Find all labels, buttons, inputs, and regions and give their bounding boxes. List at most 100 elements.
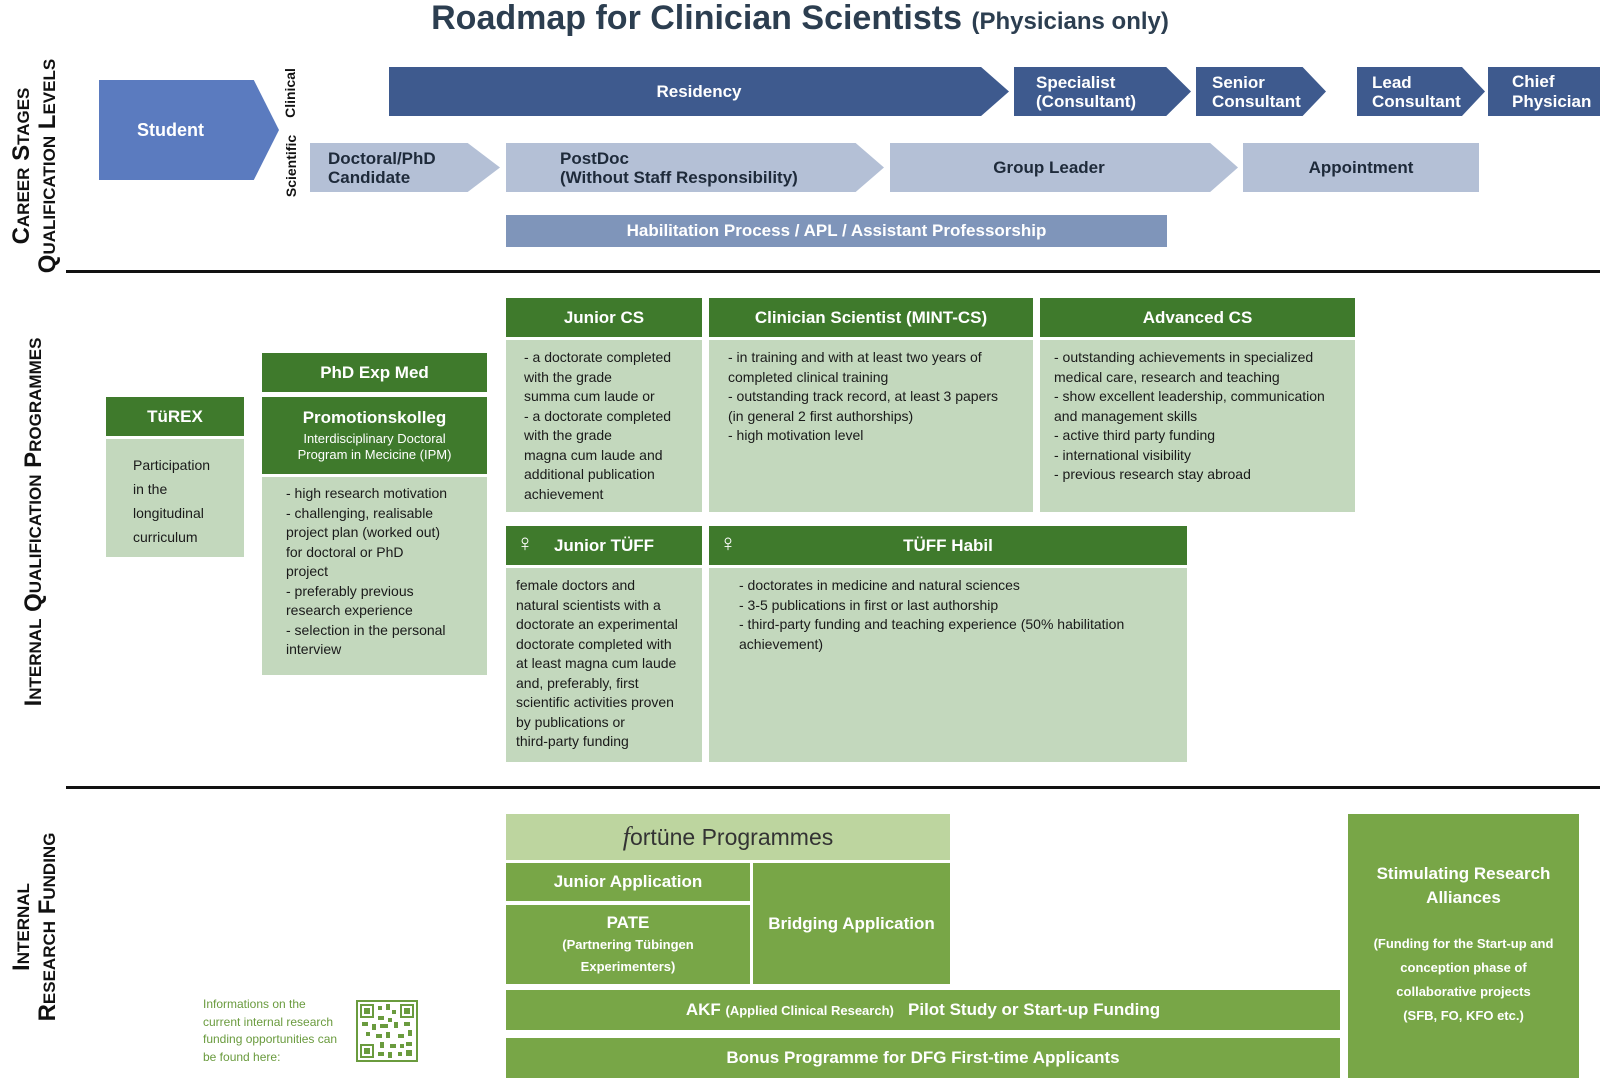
tuff-habil-line: - 3-5 publications in first or last auth… xyxy=(739,596,999,613)
junior-tuff-line: natural scientists with a xyxy=(516,596,661,613)
promotionskolleg-line: for doctoral or PhD xyxy=(286,543,404,560)
promotionskolleg-body: - high research motivation - challenging… xyxy=(262,477,487,675)
junior-cs-line: summa cum laude or xyxy=(524,388,655,404)
stage-group-leader-label: Group Leader xyxy=(993,157,1105,177)
promotionskolleg-line: - selection in the personal xyxy=(286,621,446,638)
female-symbol-icon: ♀ xyxy=(516,530,534,557)
info-line: be found here: xyxy=(203,1049,281,1064)
fortune-title: ortüne Programmes xyxy=(629,823,834,850)
junior-tuff-body: female doctors and natural scientists wi… xyxy=(506,568,702,762)
junior-tuff-line: at least magna cum laude xyxy=(516,655,677,671)
akf-bold1: AKF xyxy=(685,1000,721,1019)
mint-cs-title: Clinician Scientist (MINT-CS) xyxy=(754,307,988,327)
mint-cs-line: (in general 2 first authorships) xyxy=(728,407,914,424)
stimulating-title-line2: Alliances xyxy=(1426,888,1501,907)
tuff-habil-line: - doctorates in medicine and natural sci… xyxy=(739,577,1020,593)
advanced-cs-body: - outstanding achievements in specialize… xyxy=(1040,340,1355,512)
advanced-cs-line: and management skills xyxy=(1054,407,1198,424)
mint-cs-line: - outstanding track record, at least 3 p… xyxy=(728,388,999,404)
junior-tuff-title: Junior TÜFF xyxy=(553,535,655,555)
mint-cs-line: - in training and with at least two year… xyxy=(728,349,982,365)
junior-tuff-line: female doctors and xyxy=(516,577,636,593)
phd-exp-med-header: PhD Exp Med xyxy=(262,353,487,392)
qr-code-icon[interactable] xyxy=(356,1000,418,1062)
turex-line: in the xyxy=(133,481,168,497)
stage-habilitation-label: Habilitation Process / APL / Assistant P… xyxy=(626,221,1047,240)
section-label-funding-line2: Research Funding xyxy=(34,832,61,1022)
stage-residency-label: Residency xyxy=(656,81,742,101)
junior-cs-line: additional publication xyxy=(524,466,655,482)
stimulating-sub-line: (Funding for the Start-up and xyxy=(1373,936,1554,951)
tuff-habil-body: - doctorates in medicine and natural sci… xyxy=(709,568,1187,762)
promotionskolleg-line: - preferably previous xyxy=(286,582,414,599)
pate-title: PATE xyxy=(606,912,650,932)
advanced-cs-line: - show excellent leadership, communicati… xyxy=(1054,388,1325,404)
stage-doctoral-line1: Doctoral/PhD xyxy=(328,148,436,168)
junior-cs-title: Junior CS xyxy=(563,307,645,327)
advanced-cs-title: Advanced CS xyxy=(1142,307,1253,327)
junior-tuff-line: and, preferably, first xyxy=(516,674,639,691)
tuff-habil-header: ♀ TÜFF Habil xyxy=(709,526,1187,565)
promotionskolleg-line: - challenging, realisable xyxy=(286,504,434,521)
stage-postdoc-line2: (Without Staff Responsibility) xyxy=(560,167,798,187)
junior-cs-line: - a doctorate completed xyxy=(524,407,672,424)
junior-cs-header: Junior CS xyxy=(506,298,702,337)
turex-line: Participation xyxy=(133,457,211,473)
junior-cs-line: with the grade xyxy=(524,368,612,385)
stimulating-sub-line: conception phase of xyxy=(1400,960,1527,975)
stage-student-label: Student xyxy=(137,119,204,140)
divider-bottom xyxy=(66,786,1600,789)
junior-cs-line: - a doctorate completed xyxy=(524,349,672,365)
section-label-career-line2: Qualification Levels xyxy=(34,58,61,274)
info-line: Informations on the xyxy=(203,997,306,1011)
advanced-cs-header: Advanced CS xyxy=(1040,298,1355,337)
advanced-cs-line: - active third party funding xyxy=(1054,427,1216,443)
stage-student: Student xyxy=(99,80,279,180)
title-main: Roadmap for Clinician Scientists xyxy=(431,0,963,37)
bonus-programme-label: Bonus Programme for DFG First-time Appli… xyxy=(726,1048,1120,1067)
phd-exp-med-title: PhD Exp Med xyxy=(320,362,429,382)
stage-lead-line1: Lead xyxy=(1372,72,1412,92)
turex-header: TüREX xyxy=(106,397,244,436)
promotionskolleg-line: - high research motivation xyxy=(286,485,448,501)
female-symbol-icon: ♀ xyxy=(719,530,737,557)
tuff-habil-line: - third-party funding and teaching exper… xyxy=(739,616,1125,632)
info-line: funding opportunities can xyxy=(203,1032,338,1046)
promotionskolleg-line: research experience xyxy=(286,602,413,618)
stage-postdoc: PostDoc(Without Staff Responsibility) xyxy=(506,143,884,192)
promotionskolleg-title: Promotionskolleg xyxy=(302,408,447,427)
junior-cs-line: with the grade xyxy=(524,427,612,443)
stimulating-sub-line: collaborative projects xyxy=(1396,984,1531,999)
bridging-application-label: Bridging Application xyxy=(768,913,935,933)
promotionskolleg-line: project xyxy=(286,563,329,579)
turex-line: curriculum xyxy=(133,529,198,545)
section-label-funding-line1: Internal xyxy=(8,883,35,971)
stage-specialist-line2: (Consultant) xyxy=(1036,91,1137,111)
stage-habilitation: Habilitation Process / APL / Assistant P… xyxy=(506,215,1167,247)
stage-chief-line1: Chief xyxy=(1512,71,1555,91)
akf-small: (Applied Clinical Research) xyxy=(725,1002,894,1018)
section-label-funding: Internal Research Funding xyxy=(8,792,61,1062)
junior-cs-body: - a doctorate completed with the grade s… xyxy=(506,340,702,512)
section-label-career: Career Stages Qualification Levels xyxy=(8,16,61,316)
promotionskolleg-subtitle-line1: Interdisciplinary Doctoral xyxy=(303,431,446,446)
advanced-cs-line: - outstanding achievements in specialize… xyxy=(1054,349,1314,365)
turex-body: Participation in the longitudinal curric… xyxy=(106,439,244,557)
promotionskolleg-header: Promotionskolleg Interdisciplinary Docto… xyxy=(262,397,487,474)
mint-cs-body: - in training and with at least two year… xyxy=(709,340,1033,512)
stimulating-title-line1: Stimulating Research xyxy=(1376,864,1551,883)
junior-application-label: Junior Application xyxy=(553,872,703,891)
stage-specialist: Specialist(Consultant) xyxy=(1014,67,1191,116)
advanced-cs-line: - previous research stay abroad xyxy=(1054,466,1251,482)
junior-tuff-line: doctorate an experimental xyxy=(516,616,678,632)
junior-tuff-line: doctorate completed with xyxy=(516,635,672,652)
tuff-habil-line: achievement) xyxy=(739,635,824,652)
section-label-programmes: Internal Qualification Programmes xyxy=(20,302,48,742)
stage-residency: Residency xyxy=(389,67,1009,116)
promotionskolleg-line: interview xyxy=(286,641,342,657)
tuff-habil-title: TÜFF Habil xyxy=(903,535,993,555)
